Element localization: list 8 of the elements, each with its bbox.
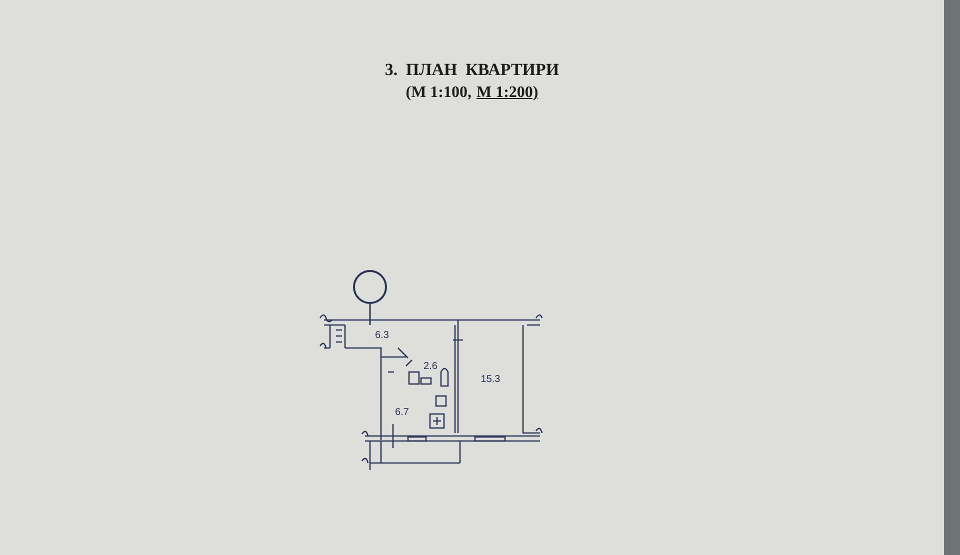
room-area: 6.3 [375, 330, 389, 341]
scale-note: (М 1:100, [406, 84, 472, 102]
room-area: 15.3 [480, 374, 500, 384]
title: 3. ПЛАН КВАРТИРИ [384, 60, 560, 80]
room-area: 2.6 [424, 361, 438, 372]
leader-line [369, 304, 371, 325]
room-area: 6.7 [395, 407, 409, 418]
scale-note: М 1:200) [476, 84, 538, 102]
